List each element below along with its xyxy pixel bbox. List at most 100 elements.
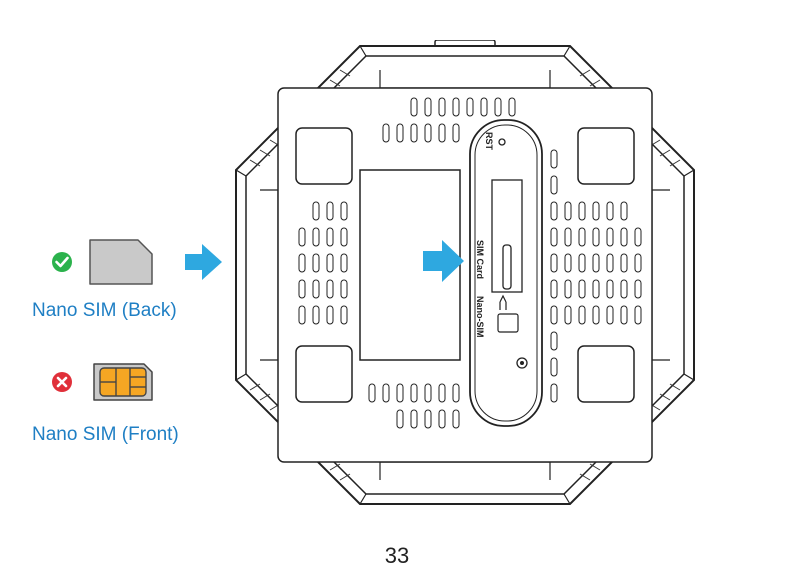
vent-slot [550, 227, 558, 247]
vent-slot [564, 227, 572, 247]
vent-slot [382, 123, 390, 143]
vent-slot [340, 279, 348, 299]
vent-slot [312, 253, 320, 273]
vent-slot [340, 305, 348, 325]
vent-slot [396, 383, 404, 403]
vent-slot [606, 279, 614, 299]
vent-slot [606, 253, 614, 273]
rubber-foot [577, 345, 635, 403]
vent-slot [340, 227, 348, 247]
vent-slot [298, 305, 306, 325]
screw-icon [516, 357, 528, 369]
vent-slot [606, 305, 614, 325]
sim-legend [52, 239, 222, 401]
sim-card-slot[interactable] [502, 244, 512, 290]
vent-slot [564, 253, 572, 273]
vent-slot [340, 253, 348, 273]
vent-slot [410, 123, 418, 143]
vent-slot [326, 253, 334, 273]
vent-slot [578, 201, 586, 221]
vent-slot [550, 331, 558, 351]
vent-slot [424, 97, 432, 117]
vent-slot [592, 305, 600, 325]
vent-slot [634, 305, 642, 325]
vent-slot [550, 279, 558, 299]
vent-slot [494, 97, 502, 117]
vent-slot [592, 201, 600, 221]
sim-card-front-icon [93, 363, 153, 401]
rubber-foot [577, 127, 635, 185]
vent-slot [452, 123, 460, 143]
sim-orientation-icon [497, 294, 519, 333]
vent-slot [620, 227, 628, 247]
vent-slot [578, 305, 586, 325]
vent-slot [634, 227, 642, 247]
vent-slot [550, 149, 558, 169]
vent-slot [438, 409, 446, 429]
vent-slot [550, 253, 558, 273]
vent-slot [410, 383, 418, 403]
vent-slot [438, 383, 446, 403]
sim-card-back-icon [89, 239, 153, 285]
vent-slot [424, 383, 432, 403]
vent-slot [326, 279, 334, 299]
vent-slot [424, 409, 432, 429]
vent-slot [578, 253, 586, 273]
vent-slot [606, 227, 614, 247]
vent-slot [480, 97, 488, 117]
reset-hole[interactable] [498, 138, 506, 146]
sim-card-label: SIM Card [475, 240, 485, 279]
vent-slot [620, 305, 628, 325]
vent-slot [452, 97, 460, 117]
vent-slot [578, 279, 586, 299]
vent-slot [592, 253, 600, 273]
vent-slot [508, 97, 516, 117]
vent-slot [620, 279, 628, 299]
vent-slot [410, 97, 418, 117]
rubber-foot [295, 127, 353, 185]
vent-slot [634, 279, 642, 299]
page-number: 33 [384, 543, 410, 568]
vent-slot [592, 279, 600, 299]
vent-slot [564, 201, 572, 221]
vent-slot [550, 357, 558, 377]
vent-slot [410, 409, 418, 429]
vent-slot [382, 383, 390, 403]
vent-slot [396, 123, 404, 143]
slot-pointer-arrow-icon [423, 240, 464, 282]
vent-slot [326, 227, 334, 247]
vent-slot [298, 279, 306, 299]
vent-slot [368, 383, 376, 403]
vent-slot [564, 305, 572, 325]
vent-slot [312, 201, 320, 221]
sim-front-label: Nano SIM (Front) [32, 424, 179, 445]
vent-slot [312, 279, 320, 299]
vent-slot [438, 97, 446, 117]
vent-slot [592, 227, 600, 247]
vent-slot [564, 279, 572, 299]
vent-slot [466, 97, 474, 117]
vent-slot [340, 201, 348, 221]
vent-slots [298, 97, 642, 429]
vent-slot [578, 227, 586, 247]
vent-slot [620, 253, 628, 273]
vent-slot [298, 227, 306, 247]
rubber-foot [295, 345, 353, 403]
vent-slot [606, 201, 614, 221]
router-bottom-view: RST SIM Card Nano-SIM [235, 40, 695, 505]
vent-slot [312, 305, 320, 325]
vent-slot [550, 305, 558, 325]
vent-slot [634, 253, 642, 273]
insert-arrow-icon [185, 244, 222, 280]
sim-back-label: Nano SIM (Back) [32, 300, 177, 321]
nano-sim-label: Nano-SIM [475, 296, 485, 338]
vent-slot [550, 175, 558, 195]
vent-slot [312, 227, 320, 247]
vent-slot [326, 305, 334, 325]
vent-slot [452, 383, 460, 403]
vent-slot [452, 409, 460, 429]
check-circle-icon [52, 252, 72, 272]
cross-circle-icon [52, 372, 72, 392]
vent-slot [620, 201, 628, 221]
vent-slot [550, 383, 558, 403]
